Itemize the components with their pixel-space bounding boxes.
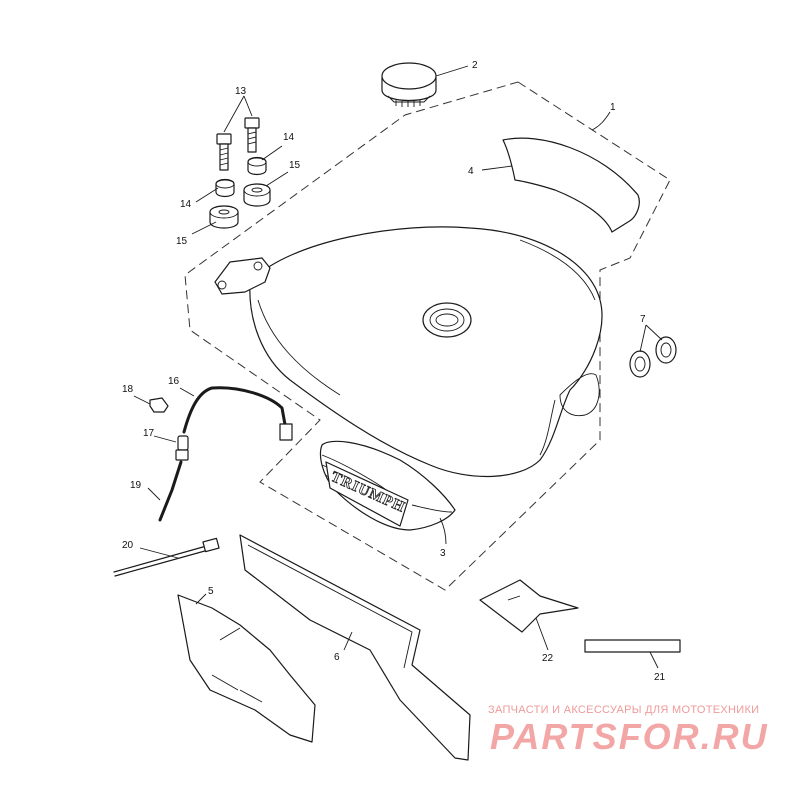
assembly-outline xyxy=(184,81,671,591)
callout-14a: 14 xyxy=(283,132,295,143)
callout-21: 21 xyxy=(654,672,666,683)
breather-pipe xyxy=(182,386,288,434)
callout-22: 22 xyxy=(542,653,554,664)
callout-2: 2 xyxy=(472,60,478,71)
blanking-plugs xyxy=(629,336,677,378)
label-strip xyxy=(584,639,681,653)
callout-13: 13 xyxy=(235,86,247,97)
callout-18: 18 xyxy=(122,384,134,395)
callout-7: 7 xyxy=(640,314,646,325)
leader-lines xyxy=(133,65,663,669)
callout-4: 4 xyxy=(468,166,474,177)
knee-pad xyxy=(502,137,640,233)
callout-3: 3 xyxy=(440,548,446,559)
mounting-bolts xyxy=(216,117,260,171)
grommets xyxy=(209,183,271,229)
callout-17: 17 xyxy=(143,428,155,439)
callout-6: 6 xyxy=(334,652,340,663)
washers xyxy=(215,156,267,198)
tank-pad xyxy=(177,594,316,743)
callout-15a: 15 xyxy=(289,160,301,171)
shim-plate xyxy=(479,579,579,633)
fuel-tank xyxy=(214,226,603,478)
watermark-logo: PARTSFOR.RU xyxy=(490,716,769,757)
callout-19: 19 xyxy=(130,480,142,491)
callout-20: 20 xyxy=(122,540,134,551)
callout-14b: 14 xyxy=(180,199,192,210)
foam-pad xyxy=(239,534,471,761)
pipe-connector xyxy=(175,435,189,461)
callout-5: 5 xyxy=(208,586,214,597)
callout-16: 16 xyxy=(168,376,180,387)
callout-15b: 15 xyxy=(176,236,188,247)
watermark-tagline: ЗАПЧАСТИ И АКСЕССУАРЫ ДЛЯ МОТОТЕХНИКИ xyxy=(488,704,760,716)
filler-cap xyxy=(381,62,437,107)
hose-clip xyxy=(149,397,169,413)
callout-labels: 1 2 3 4 5 6 7 13 14 14 15 15 16 17 18 19… xyxy=(122,60,666,683)
drain-pipe xyxy=(158,460,183,522)
callout-1: 1 xyxy=(610,102,616,113)
cable-tie xyxy=(113,537,220,577)
